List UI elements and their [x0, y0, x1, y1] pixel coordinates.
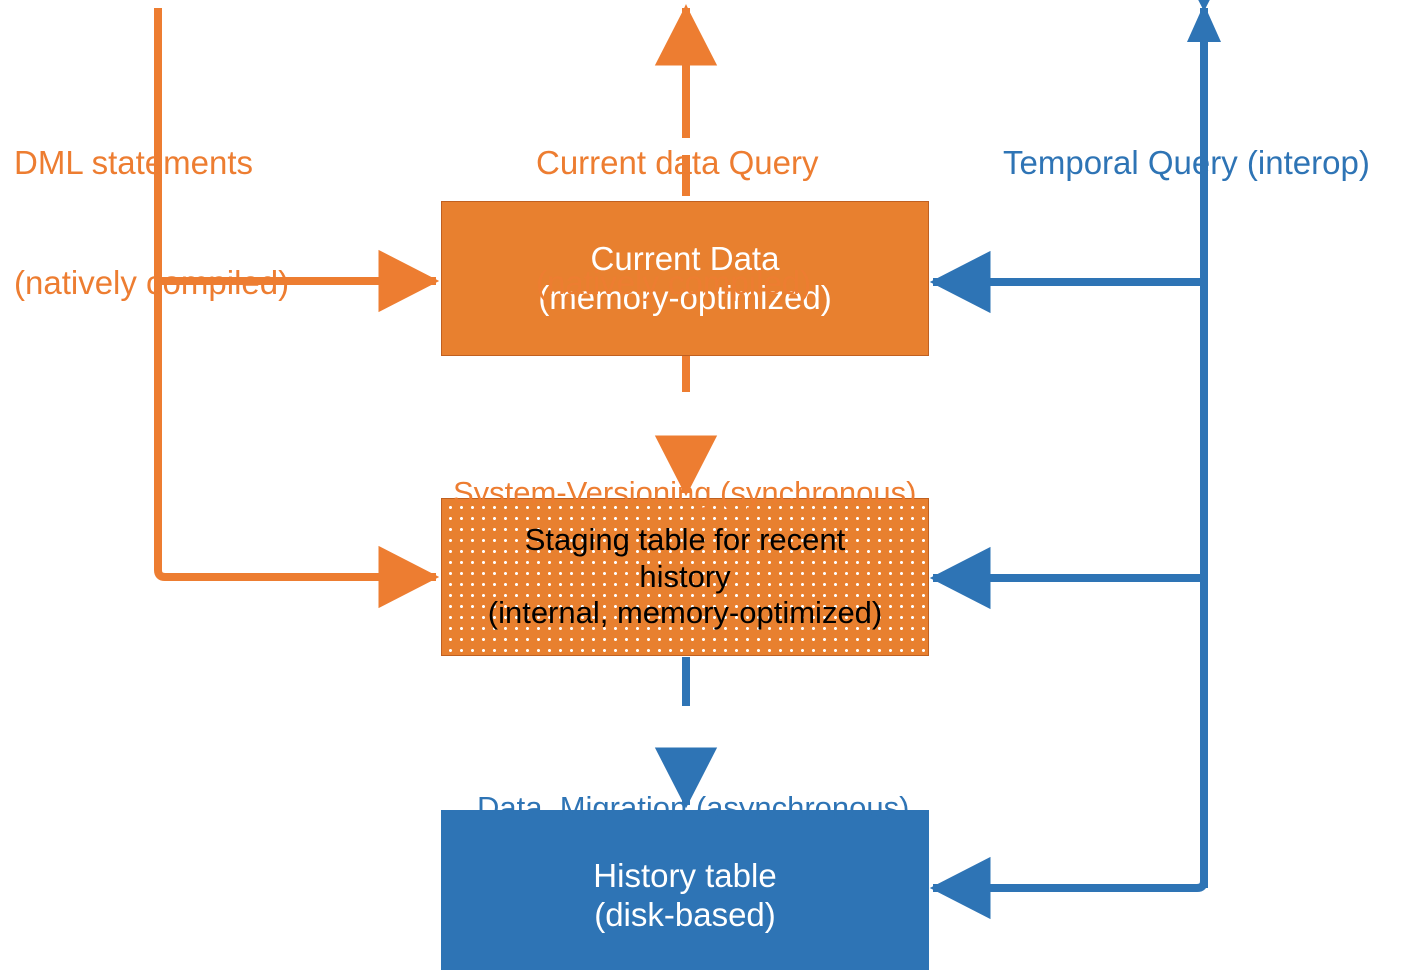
label-current-data-query-line1: Current data Query [536, 143, 819, 181]
box-history-table-line1: History table [593, 857, 777, 895]
label-dml-statements: DML statements (natively compiled) [14, 62, 289, 384]
box-staging-table-line2: history [639, 558, 731, 594]
label-temporal-query-line1: Temporal Query (interop) [1003, 143, 1370, 181]
label-current-data-query: Current data Query (natively compiled) [536, 62, 818, 384]
box-current-data[interactable]: Current Data (memory-optimized) [441, 201, 929, 356]
box-staging-table-line3: (internal, memory-optimized) [487, 595, 883, 631]
label-data-migration-line1: Data Migration (asynchronous) [477, 789, 910, 825]
box-history-table-line2: (disk-based) [594, 896, 776, 933]
label-system-versioning-line1: System-Versioning (synchronous) [453, 474, 917, 510]
label-current-data-query-line2: (natively compiled) [536, 264, 812, 302]
temporal-query-up-arrowhead [1187, 4, 1221, 42]
box-history-table[interactable]: History table (disk-based) [441, 810, 929, 970]
label-temporal-query: Temporal Query (interop) [1003, 62, 1370, 263]
box-current-data-line2: (memory-optimized) [538, 278, 832, 316]
current-data-query-up-arrowhead [669, 4, 703, 42]
box-staging-table[interactable]: Staging table for recent history (intern… [441, 498, 929, 656]
label-data-migration: Data Migration (asynchronous) [477, 713, 909, 902]
label-dml-statements-line2: (natively compiled) [14, 264, 290, 302]
label-dml-statements-line1: DML statements [14, 143, 254, 181]
label-system-versioning: System-Versioning (synchronous) [453, 398, 916, 587]
box-staging-table-line1: Staging table for recent [524, 522, 846, 558]
box-current-data-line1: Current Data [590, 239, 780, 277]
